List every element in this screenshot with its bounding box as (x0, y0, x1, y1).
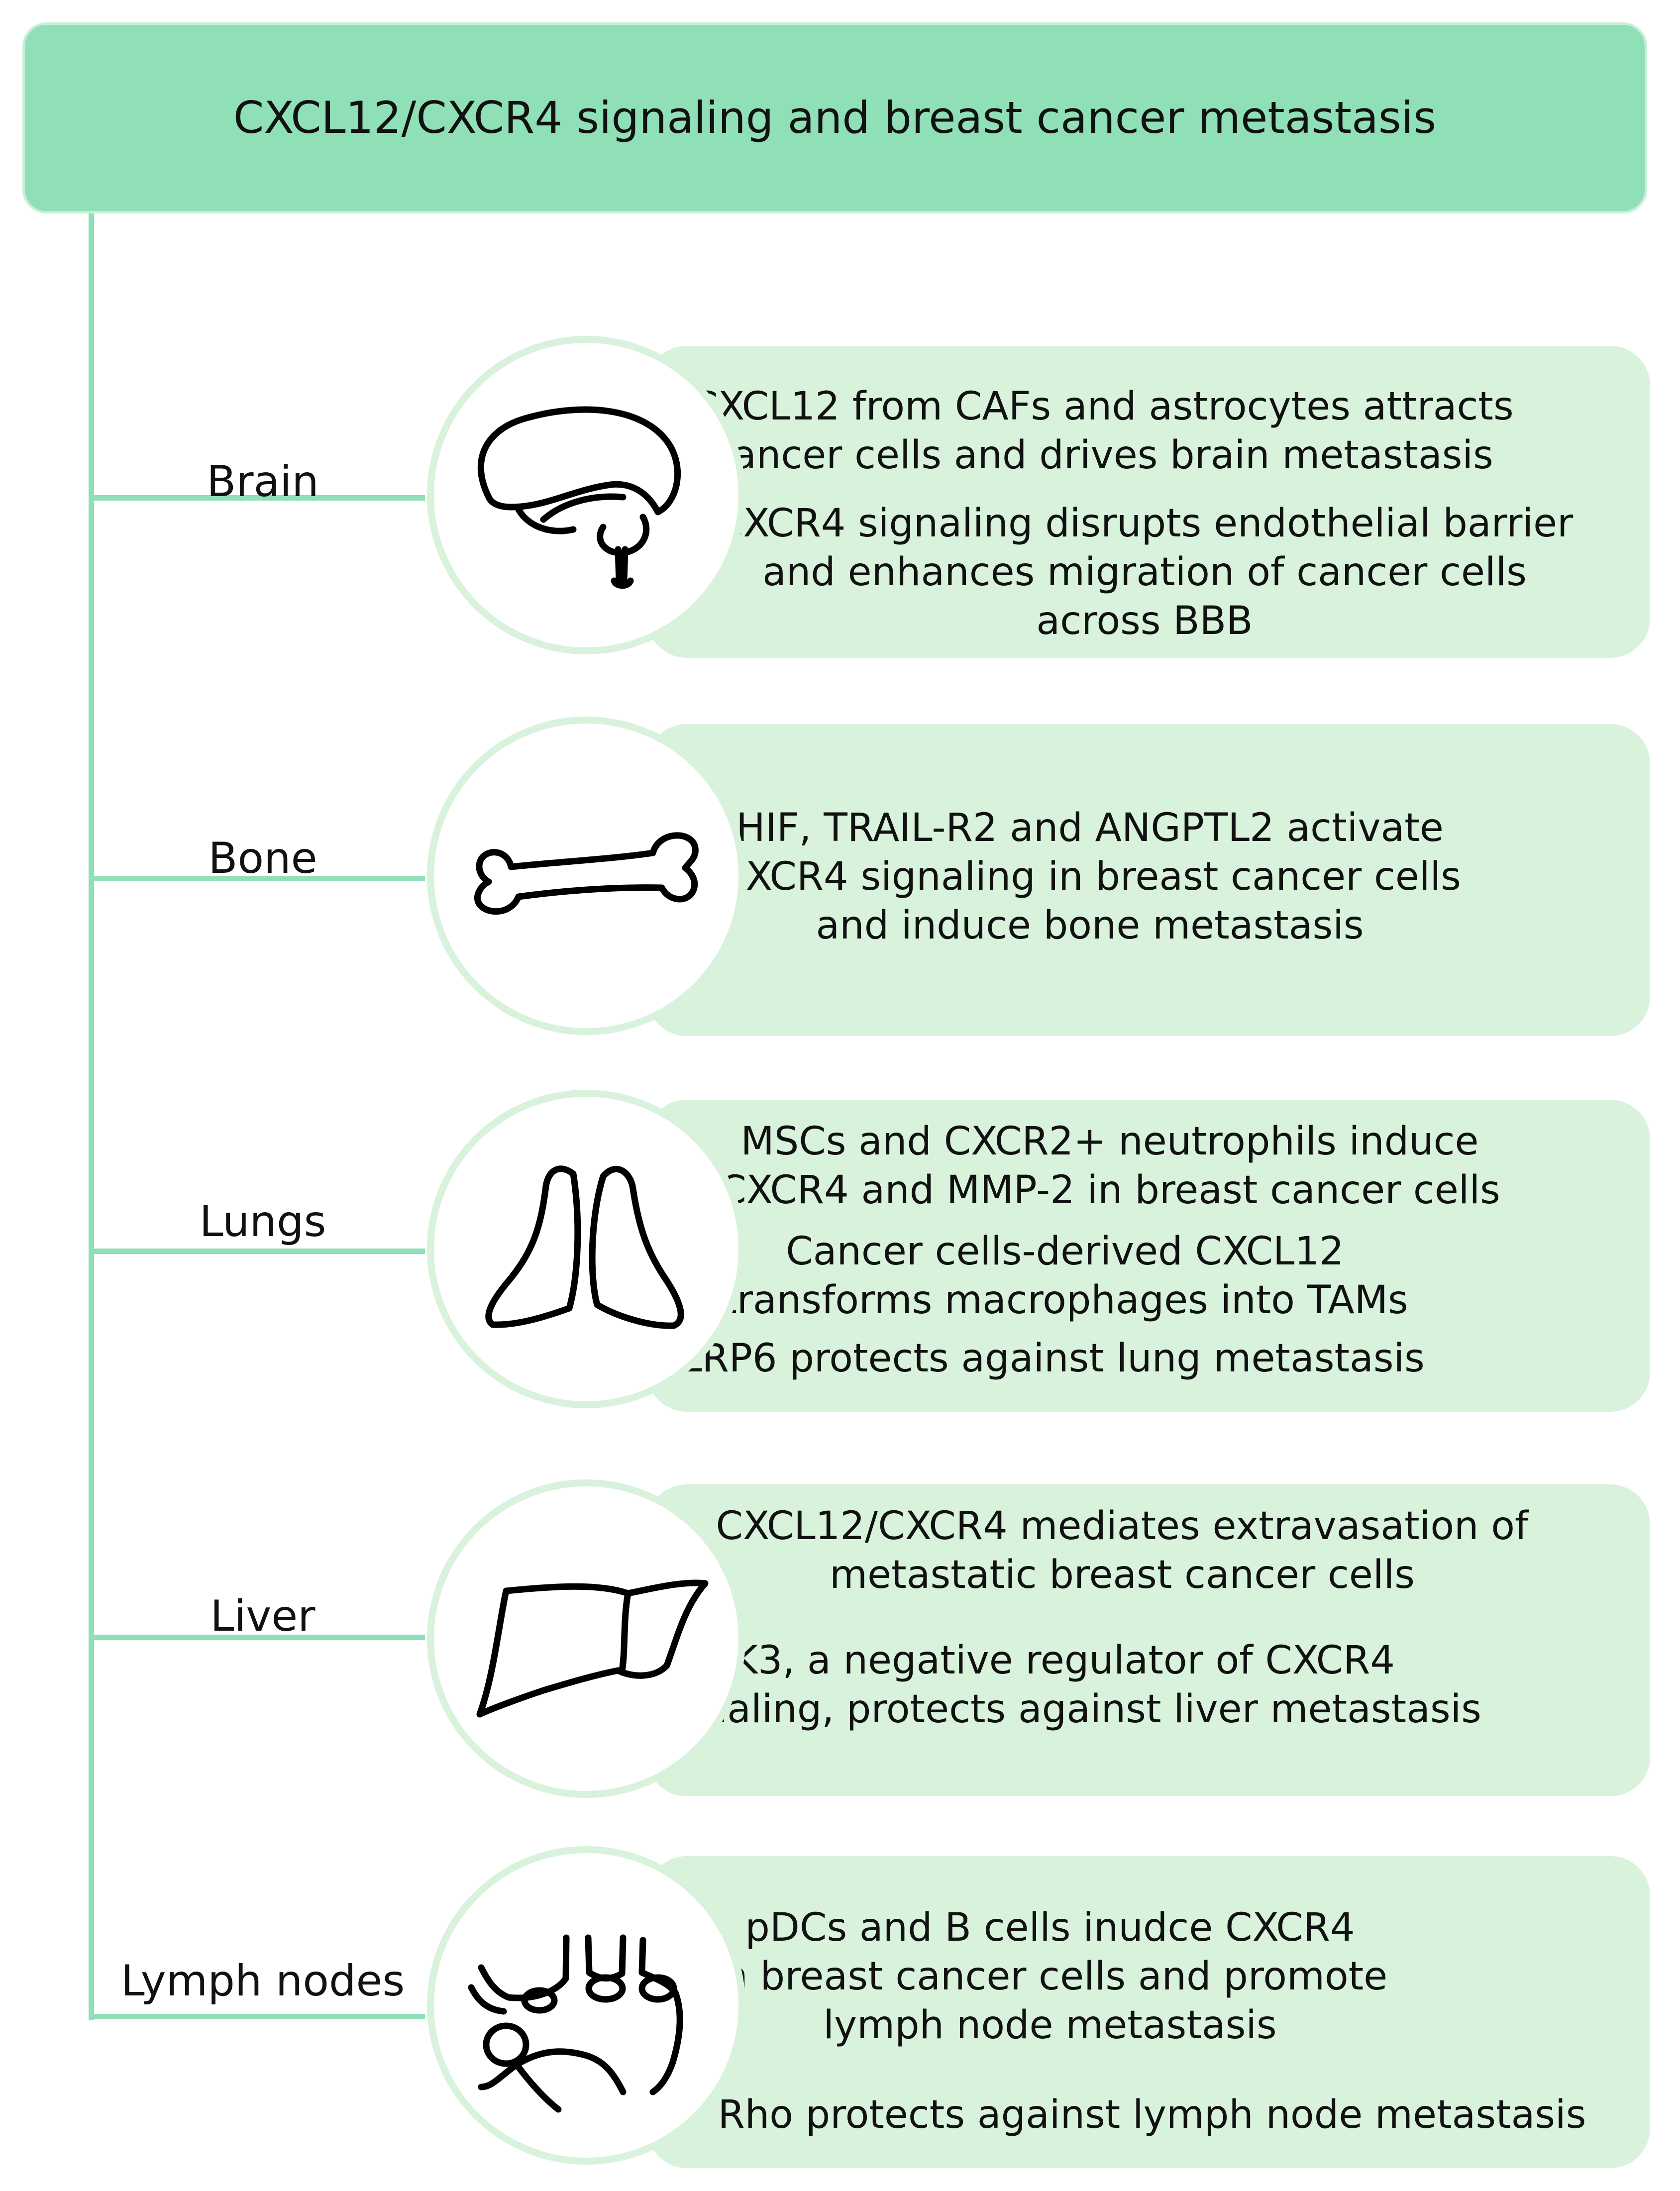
branch-connector (89, 1249, 425, 1254)
organ-circle-bone (427, 717, 745, 1035)
title-banner: CXCL12/CXCR4 signaling and breast cancer… (22, 22, 1647, 213)
organ-label-lymph-nodes: Lymph nodes (120, 1956, 405, 2006)
info-box-liver: CXCL12/CXCR4 mediates extravasation of m… (647, 1484, 1650, 1796)
note-lymph-nodes-1: pDCs and B cells inudce CXCR4 in breast … (712, 1905, 1388, 2048)
brain-icon (477, 406, 681, 589)
note-lungs-2: Cancer cells-derived CXCL12 transforms m… (722, 1229, 1408, 1323)
lymph-nodes-icon (468, 1934, 683, 2113)
note-liver-2: GRK3, a negative regulator of CXCR4 sign… (647, 1638, 1481, 1732)
branch-connector (89, 1635, 425, 1640)
organ-label-brain: Brain (207, 457, 319, 507)
organ-circle-lungs (427, 1090, 745, 1408)
note-lungs-1: MSCs and CXCR2+ neutrophils induce CXCR4… (719, 1119, 1500, 1213)
organ-label-liver: Liver (210, 1591, 315, 1641)
organ-circle-lymph-nodes (427, 1846, 745, 2165)
info-box-lungs: MSCs and CXCR2+ neutrophils induce CXCR4… (647, 1100, 1650, 1412)
organ-label-lungs: Lungs (199, 1197, 326, 1247)
note-brain-1: CXCL12 from CAFs and astrocytes attracts… (691, 384, 1514, 478)
info-box-lymph-nodes: pDCs and B cells inudce CXCR4 in breast … (647, 1856, 1650, 2168)
note-bone-1: HIF, TRAIL-R2 and ANGPTL2 activate CXCR4… (719, 806, 1461, 948)
branch-connector (89, 495, 425, 501)
organ-circle-liver (427, 1479, 745, 1798)
note-lymph-nodes-2: Rho protects against lymph node metastas… (718, 2092, 1586, 2137)
bone-icon (474, 832, 699, 915)
info-box-brain: CXCL12 from CAFs and astrocytes attracts… (647, 346, 1650, 658)
branch-connector (89, 2014, 425, 2019)
diagram-title: CXCL12/CXCR4 signaling and breast cancer… (233, 92, 1437, 143)
lungs-icon (485, 1165, 684, 1329)
vertical-connector (89, 213, 94, 2020)
note-liver-1: CXCL12/CXCR4 mediates extravasation of m… (716, 1504, 1529, 1597)
note-lungs-3: LRP6 protects against lung metastasis (680, 1336, 1425, 1381)
branch-connector (89, 876, 425, 881)
note-brain-2: CXCR4 signaling disrupts endothelial bar… (716, 501, 1574, 643)
organ-label-bone: Bone (208, 834, 317, 883)
info-box-bone: HIF, TRAIL-R2 and ANGPTL2 activate CXCR4… (647, 724, 1650, 1036)
organ-circle-brain (427, 336, 745, 654)
liver-icon (476, 1579, 709, 1718)
